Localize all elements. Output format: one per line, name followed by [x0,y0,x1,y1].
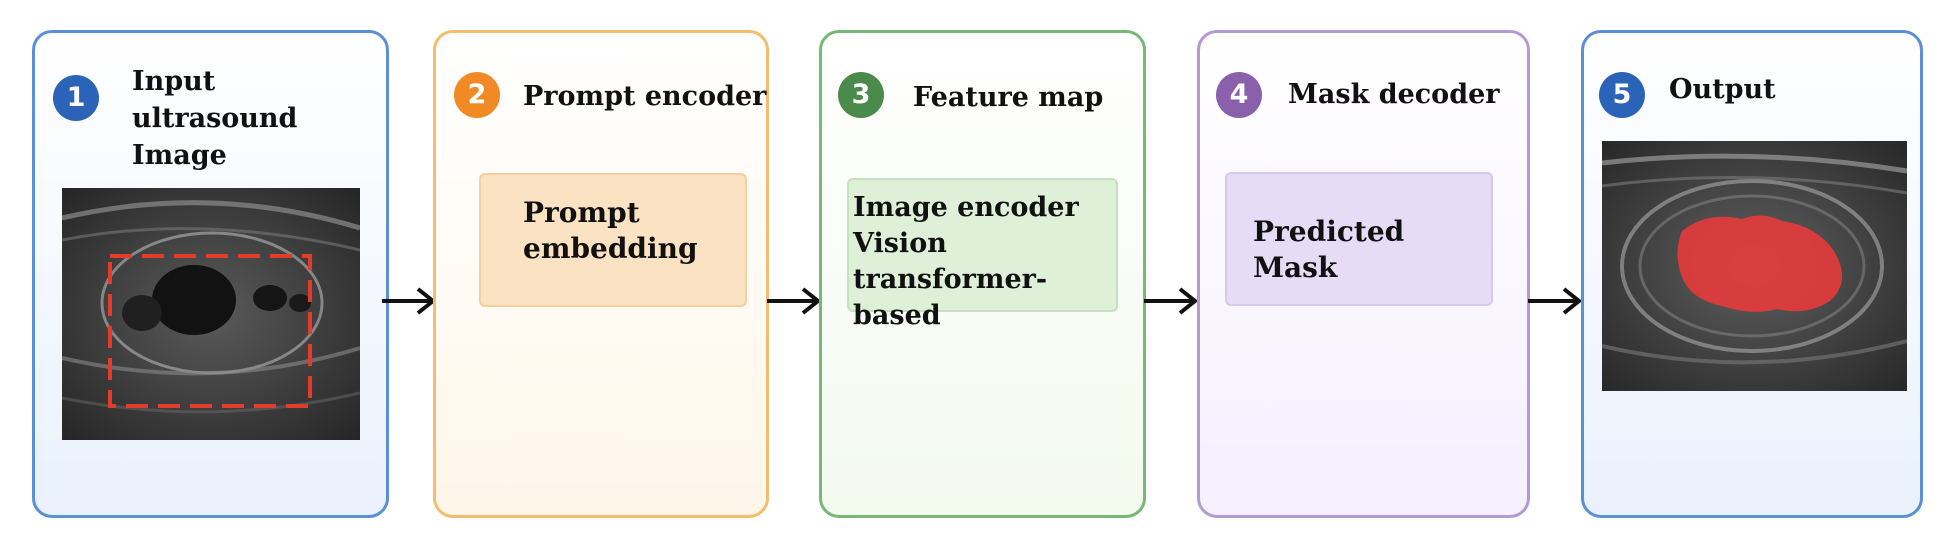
panel-prompt-encoder-title: Prompt encoder [523,81,767,112]
arrow-right-icon [765,284,825,318]
panel-mask-decoder: 4 Mask decoder Predicted Mask [1197,30,1530,518]
panel-output: 5 Output [1581,30,1923,518]
panel-input-title: Input ultrasound Image [132,66,298,171]
prompt-embedding-box: Prompt embedding [479,173,747,307]
panel-mask-decoder-title: Mask decoder [1288,79,1500,110]
arrow-right-icon [1142,284,1202,318]
panel-prompt-encoder: 2 Prompt encoder Prompt embedding [433,30,769,518]
step-3-badge: 3 [838,72,884,118]
step-2-badge: 2 [454,72,500,118]
step-4-badge: 4 [1216,72,1262,118]
panel-output-title: Output [1669,74,1776,105]
input-ultrasound-image [62,188,360,440]
panel-feature-map: 3 Feature map Image encoder Vision trans… [819,30,1146,518]
panel-feature-map-title: Feature map [913,82,1104,113]
panel-input: 1 Input ultrasound Image [32,30,389,518]
arrow-right-icon [1526,284,1586,318]
arrow-right-icon [380,284,440,318]
output-segmentation-image [1602,141,1907,391]
step-1-badge: 1 [53,75,99,121]
image-encoder-box: Image encoder Vision transformer-based [847,178,1118,331]
step-5-badge: 5 [1599,72,1645,118]
predicted-mask-box: Predicted Mask [1225,172,1493,306]
